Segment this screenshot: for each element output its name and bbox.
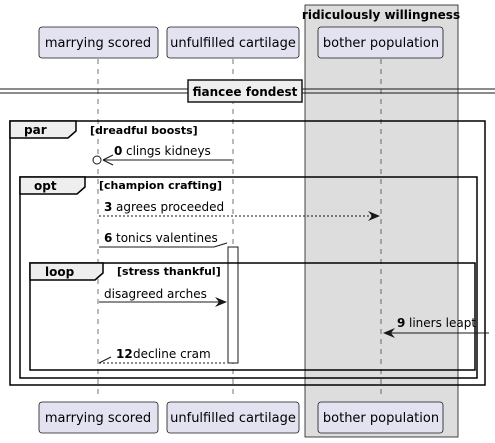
message-3-label: agrees proceeded [116,200,224,214]
fragment-loop: loop [stress thankful] [29,262,476,371]
participant-box-label: ridiculously willingness [302,8,460,22]
fragment-loop-keyword: loop [45,265,75,279]
message-12-label: decline cram [133,347,211,361]
participant-unfulfilled-cartilage-bottom[interactable]: unfulfilled cartilage [166,401,300,434]
message-disagreed-label: disagreed arches [104,287,207,301]
message-6-number: 6 [104,231,112,245]
fragment-par-keyword: par [24,123,47,137]
participant-marrying-scored-bottom[interactable]: marrying scored [38,401,159,434]
participant-bother-population-bottom[interactable]: bother population [317,401,444,434]
divider-label: fiancee fondest [193,85,298,99]
message-3: 3 agrees proceeded [99,200,380,221]
participant-label: unfulfilled cartilage [170,411,296,426]
message-6-label: tonics valentines [116,231,218,245]
participant-label: marrying scored [45,411,151,426]
message-0-number: 0 [114,144,122,158]
participant-label: unfulfilled cartilage [170,36,296,51]
participant-label: marrying scored [45,36,151,51]
message-9: 9 liners leapt [383,316,489,338]
participant-bother-population-top[interactable]: bother population [317,26,444,59]
participant-unfulfilled-cartilage-top[interactable]: unfulfilled cartilage [166,26,300,59]
activation-bar [227,246,239,364]
participant-marrying-scored-top[interactable]: marrying scored [38,26,159,59]
fragment-opt: opt [champion crafting] [19,176,478,379]
participant-label: bother population [323,411,439,426]
message-3-number: 3 [104,200,112,214]
fragment-par-guard: [dreadful boosts] [90,124,198,137]
fragment-par: par [dreadful boosts] [9,120,486,386]
message-6: 6 tonics valentines [99,231,228,248]
message-9-number: 9 [397,316,405,330]
message-12-number: 12 [116,347,133,361]
message-12: 12 decline cram [98,347,227,364]
fragment-loop-guard: [stress thankful] [117,265,221,278]
message-disagreed-arches: disagreed arches [99,287,227,307]
fragment-opt-guard: [champion crafting] [99,179,222,192]
divider: fiancee fondest [0,79,495,103]
fragment-opt-keyword: opt [34,179,57,193]
message-0-label: clings kidneys [126,144,211,158]
participant-box-background [304,4,459,438]
message-0: 0 clings kidneys [92,144,232,166]
participant-label: bother population [323,36,439,51]
message-9-label: liners leapt [409,316,476,330]
